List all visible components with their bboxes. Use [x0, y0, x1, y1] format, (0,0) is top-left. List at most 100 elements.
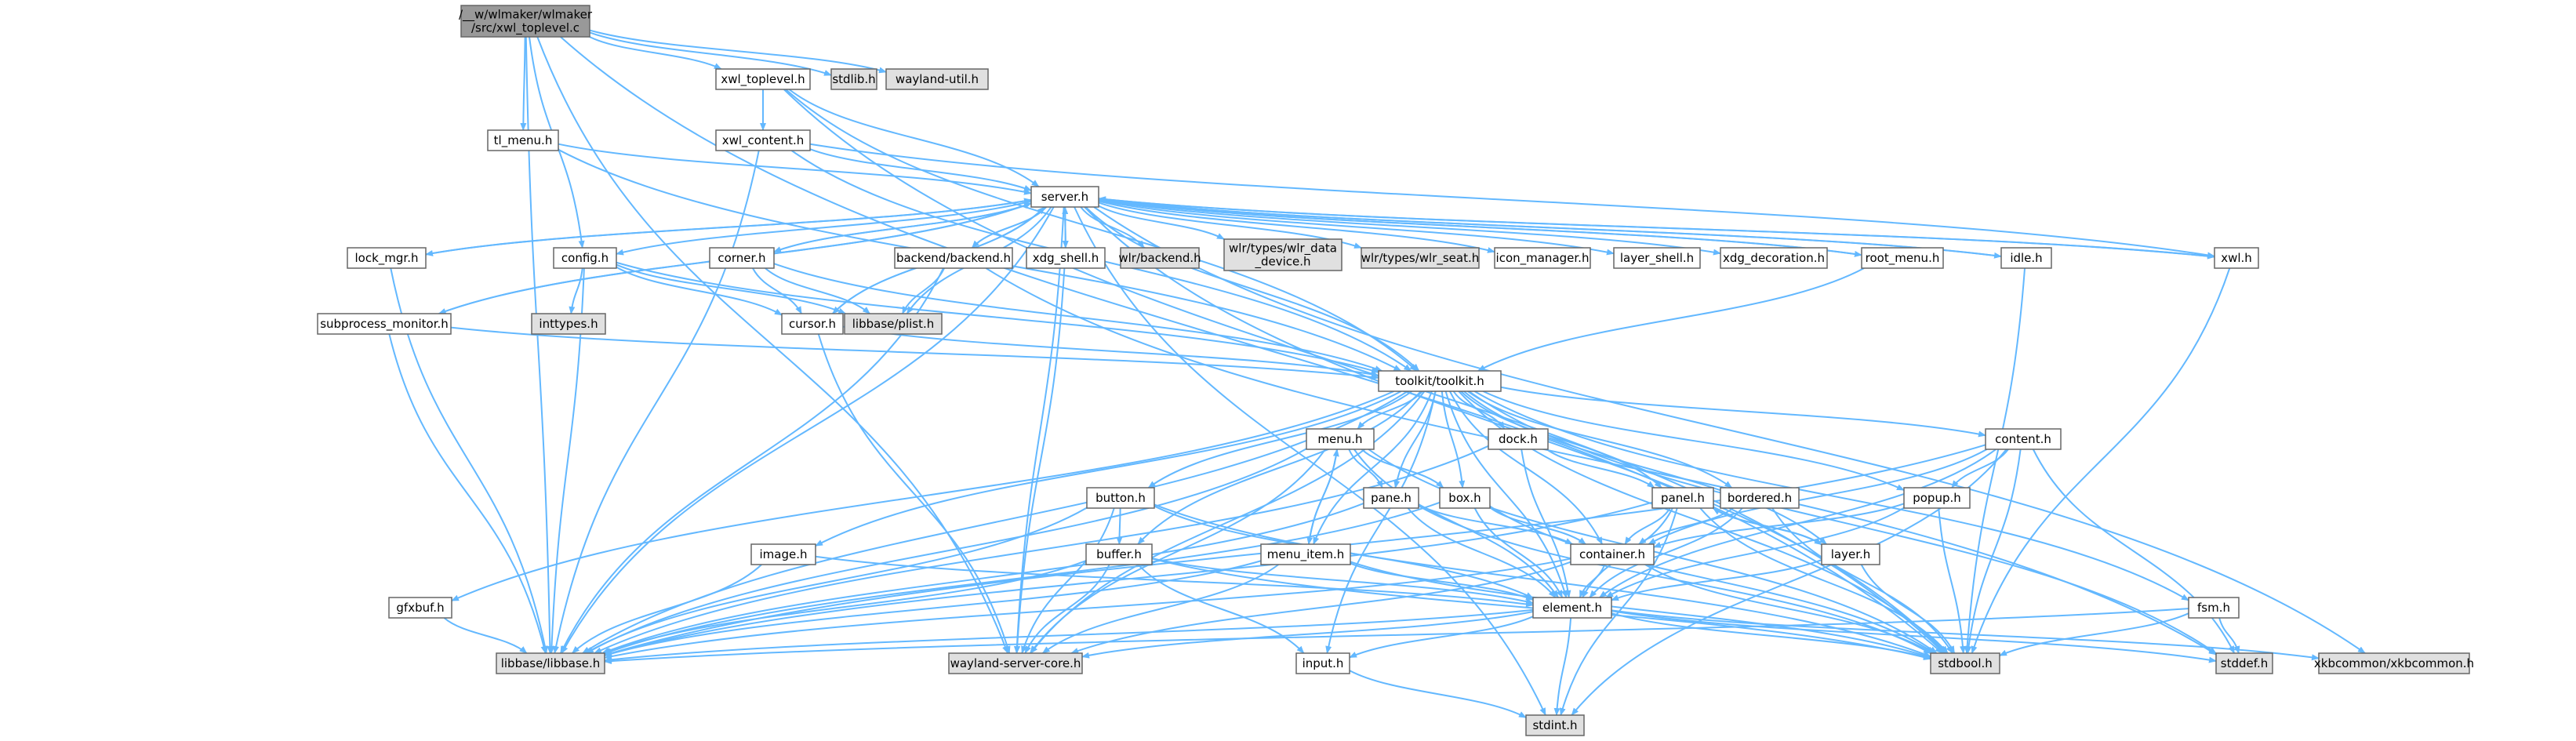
node-box: [1861, 247, 1944, 269]
node-wlr-data-device[interactable]: wlr/types/wlr_data_device.h: [1223, 238, 1342, 271]
node-label: cursor.h: [789, 317, 836, 331]
node-layer-shell[interactable]: layer_shell.h: [1613, 247, 1701, 269]
node-button[interactable]: button.h: [1086, 487, 1155, 509]
node-fsm[interactable]: fsm.h: [2188, 597, 2240, 619]
node-label: element.h: [1542, 601, 1602, 615]
node-lock-mgr[interactable]: lock_mgr.h: [347, 247, 427, 269]
node-box: [885, 68, 989, 90]
node-label: xwl.h: [2221, 251, 2252, 265]
node-tl-menu[interactable]: tl_menu.h: [487, 129, 559, 151]
node-xwl-toplevel[interactable]: xwl_toplevel.h: [715, 68, 811, 90]
node-gfxbuf[interactable]: gfxbuf.h: [388, 597, 452, 619]
edge-tl_menu-to-server: [558, 143, 1032, 195]
edge-idle-to-server: [1098, 196, 2002, 257]
node-container[interactable]: container.h: [1570, 543, 1655, 565]
edge-server-to-toolkit: [1085, 206, 1420, 372]
edge-server-to-wlr_backend: [1080, 206, 1145, 249]
node-buffer[interactable]: buffer.h: [1085, 543, 1153, 565]
edge-element-to-stddef: [1611, 610, 2217, 663]
node-box: [1223, 238, 1342, 271]
edge-element-to-stdbool: [1611, 612, 1931, 660]
node-pane[interactable]: pane.h: [1363, 487, 1419, 509]
edge-content-to-stdbool: [1965, 449, 2022, 654]
edge-toolkit-to-image: [815, 390, 1402, 547]
node-box: [1525, 714, 1585, 736]
edge-cursor-to-toolkit: [842, 325, 1379, 378]
edge-root-to-wayland_util: [589, 29, 887, 74]
node-xwl-content[interactable]: xwl_content.h: [715, 129, 811, 151]
node-config[interactable]: config.h: [553, 247, 617, 269]
node-stdint[interactable]: stdint.h: [1525, 714, 1585, 736]
node-icon-manager[interactable]: icon_manager.h: [1494, 247, 1591, 269]
node-label: wayland-server-core.h: [950, 656, 1081, 670]
node-input[interactable]: input.h: [1295, 652, 1350, 674]
edge-root_menu-to-server: [1098, 197, 1862, 256]
edge-fsm-to-stddef: [2218, 617, 2240, 654]
node-label: image.h: [760, 547, 808, 561]
edge-backend-to-libbase_plist: [902, 267, 945, 314]
node-root-menu[interactable]: root_menu.h: [1861, 247, 1944, 269]
node-box: [781, 313, 844, 335]
node-content[interactable]: content.h: [1985, 428, 2062, 450]
node-box[interactable]: box.h: [1439, 487, 1491, 509]
node-bordered[interactable]: bordered.h: [1720, 487, 1800, 509]
node-libbase-h[interactable]: libbase/libbase.h: [496, 652, 605, 674]
node-label: layer_shell.h: [1620, 251, 1694, 266]
node-wlr-backend[interactable]: wlr/backend.h: [1118, 247, 1201, 269]
node-xdg-decoration[interactable]: xdg_decoration.h: [1720, 247, 1828, 269]
node-wayland-server-core[interactable]: wayland-server-core.h: [948, 652, 1083, 674]
node-stdbool[interactable]: stdbool.h: [1930, 652, 2000, 674]
node-toolkit[interactable]: toolkit/toolkit.h: [1378, 370, 1502, 392]
node-wayland-util[interactable]: wayland-util.h: [885, 68, 989, 90]
edge-menu_item-to-stdbool: [1350, 561, 1931, 659]
node-libbase-plist[interactable]: libbase/plist.h: [844, 313, 943, 335]
edge-root_menu-to-toolkit: [1477, 267, 1865, 372]
node-root[interactable]: /__w/wlmaker/wlmaker/src/xwl_toplevel.c: [459, 5, 593, 38]
edge-cursor-to-wayland_server_core: [817, 333, 1011, 654]
node-image[interactable]: image.h: [750, 543, 816, 565]
node-panel[interactable]: panel.h: [1651, 487, 1714, 509]
edge-image-to-element: [815, 555, 1534, 608]
node-element[interactable]: element.h: [1532, 597, 1612, 619]
node-corner[interactable]: corner.h: [709, 247, 775, 269]
edge-container-to-element: [1579, 564, 1606, 598]
edge-dock-to-libbase_h: [594, 445, 1489, 654]
node-dock[interactable]: dock.h: [1488, 428, 1549, 450]
node-box: [750, 543, 816, 565]
edge-element-to-xkbcommon: [1611, 609, 2320, 661]
node-inttypes[interactable]: inttypes.h: [531, 313, 606, 335]
node-layer[interactable]: layer.h: [1821, 543, 1880, 565]
edge-element-to-libbase_h: [604, 608, 1534, 663]
edge-xwl_toplevel-to-toolkit: [785, 89, 1418, 372]
node-stdlib[interactable]: stdlib.h: [830, 68, 877, 90]
node-label: /src/xwl_toplevel.c: [471, 20, 580, 35]
node-xdg-shell[interactable]: xdg_shell.h: [1026, 247, 1106, 269]
edge-content-to-container: [1648, 449, 1988, 545]
node-stddef[interactable]: stddef.h: [2215, 652, 2273, 674]
node-server[interactable]: server.h: [1030, 186, 1099, 208]
edge-subprocess_monitor-to-toolkit: [450, 326, 1379, 380]
node-box: [347, 247, 427, 269]
node-idle[interactable]: idle.h: [2000, 247, 2052, 269]
node-wlr-seat[interactable]: wlr/types/wlr_seat.h: [1361, 247, 1480, 269]
edge-server-to-layer_shell: [1098, 199, 1615, 256]
edge-box-to-element: [1473, 507, 1564, 598]
node-box: [1985, 428, 2062, 450]
node-subprocess-monitor[interactable]: subprocess_monitor.h: [317, 313, 452, 335]
node-menu[interactable]: menu.h: [1306, 428, 1375, 450]
node-label: root_menu.h: [1866, 251, 1940, 266]
edge-gfxbuf-to-libbase_h: [443, 617, 528, 654]
node-label: wayland-util.h: [896, 72, 979, 86]
edge-layer-to-panel: [1712, 507, 1822, 546]
node-label: backend/backend.h: [896, 251, 1011, 265]
edge-server-to-icon_manager: [1098, 200, 1495, 253]
node-xwl[interactable]: xwl.h: [2214, 247, 2259, 269]
node-popup[interactable]: popup.h: [1903, 487, 1971, 509]
node-cursor[interactable]: cursor.h: [781, 313, 844, 335]
node-xkbcommon[interactable]: xkbcommon/xkbcommon.h: [2314, 652, 2474, 674]
edge-backend-to-libbase_h: [560, 267, 944, 654]
node-menu-item[interactable]: menu_item.h: [1260, 543, 1351, 565]
node-backend[interactable]: backend/backend.h: [894, 247, 1013, 269]
edge-xwl-to-stdbool: [1971, 267, 2231, 654]
node-box: [496, 652, 605, 674]
